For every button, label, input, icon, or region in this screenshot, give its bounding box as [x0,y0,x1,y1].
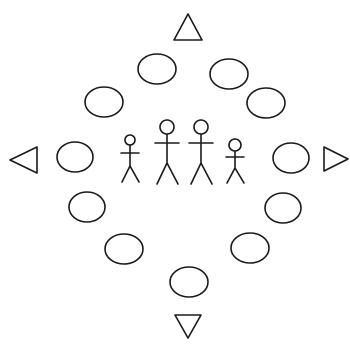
figure-head [125,135,135,145]
ring-circle [138,54,176,84]
stick-figure-child-right [226,139,244,183]
ring-circle [170,267,208,297]
ring-circle [85,87,123,117]
stick-figure-adult-2 [189,120,213,184]
figure-body [121,145,139,182]
ring-circle [265,193,301,223]
ring-circle [273,143,309,173]
ring-circle [105,234,143,264]
stick-figure-child-left [121,135,139,182]
ring-circle [210,59,248,89]
arrow-down-icon [175,315,201,338]
ring-circle [57,142,93,172]
ring-circle [69,192,105,222]
figure-head [229,139,241,151]
stick-figure-adult-1 [155,120,179,184]
ring-circle [231,233,269,263]
arrow-right-icon [324,147,348,171]
figure-body [155,134,179,184]
arrow-left-icon [10,147,37,173]
figure-body [189,134,213,184]
ring-circle [247,88,285,118]
circle-ring [57,54,309,297]
arrow-up-icon [174,14,202,40]
figure-head [194,120,208,134]
figure-head [160,120,174,134]
figure-body [226,151,244,183]
